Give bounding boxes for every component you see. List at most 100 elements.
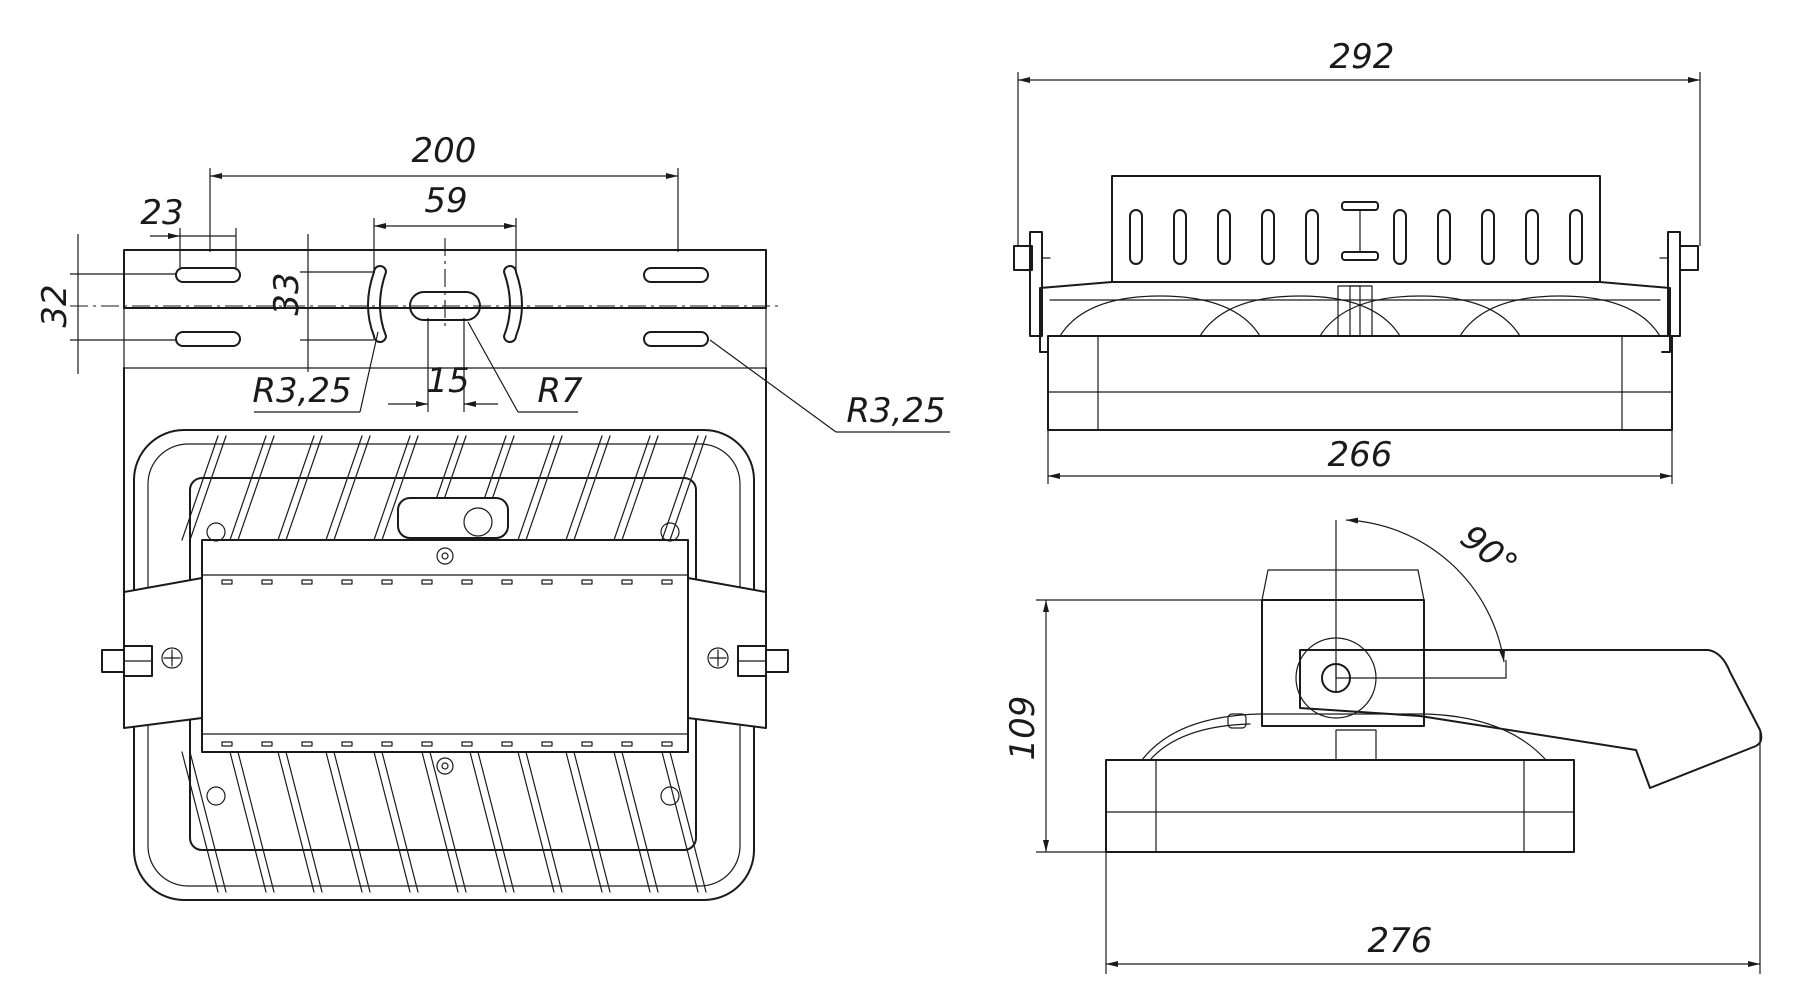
fin: [333, 751, 371, 893]
dimension-23: 23: [140, 193, 237, 268]
fin: [573, 435, 611, 541]
fin: [613, 751, 651, 893]
top-view: 292 266: [1013, 37, 1701, 484]
vent-dot: [301, 579, 313, 585]
vent-dot: [261, 579, 273, 585]
dimension-15: 15: [388, 318, 498, 412]
vent-dot: [541, 579, 553, 585]
vent-dot: [581, 579, 593, 585]
dimension-90-angle: 90°: [1335, 517, 1525, 678]
slot: [1217, 209, 1231, 265]
dimension-276: 276: [1105, 730, 1761, 974]
dim-59-label: 59: [424, 181, 467, 221]
fin: [325, 751, 363, 893]
vent-dot: [341, 741, 353, 747]
screw-icon: [436, 757, 454, 775]
mounting-arm: [1299, 649, 1763, 789]
dimension-109: 109: [1003, 599, 1262, 853]
dim-276-label: 276: [1368, 921, 1433, 961]
vent-dot: [301, 741, 313, 747]
bracket-slots: [1129, 209, 1583, 265]
fin: [181, 751, 219, 893]
fin: [189, 435, 227, 541]
slot: [1393, 209, 1407, 265]
fin: [325, 435, 363, 541]
vent-dot: [221, 741, 233, 747]
bolt-left-icon: [101, 645, 153, 677]
fin: [573, 751, 611, 893]
lamp-housing: [101, 429, 789, 901]
bracket-top: [1111, 175, 1601, 283]
arc-slot-left: [367, 265, 387, 343]
vent-dot: [661, 579, 673, 585]
vent-dot: [461, 741, 473, 747]
slot-center: [409, 291, 481, 321]
fin: [277, 751, 315, 893]
fin: [285, 751, 323, 893]
dim-33-label: 33: [267, 272, 307, 315]
fin: [381, 751, 419, 893]
slot: [1481, 209, 1495, 265]
r7-label: R7: [537, 371, 583, 411]
dim-200-label: 200: [412, 131, 477, 171]
fin: [373, 751, 411, 893]
vent-dot: [501, 741, 513, 747]
screw-icon: [436, 547, 454, 565]
fin: [373, 435, 411, 541]
dimension-266: 266: [1047, 430, 1673, 484]
dim-15-label: 15: [426, 361, 469, 401]
r325-left-label: R3,25: [252, 371, 351, 411]
fin: [517, 751, 555, 893]
bolt-icon: [1679, 245, 1699, 271]
fin: [181, 435, 219, 541]
bracket-housing: [1261, 599, 1425, 727]
slot-bottom-left: [175, 331, 241, 347]
bolt-icon: [1013, 245, 1033, 271]
fin: [621, 751, 659, 893]
side-view: 90° 109 276: [1003, 517, 1763, 974]
dim-266-label: 266: [1328, 435, 1393, 475]
fin: [517, 435, 555, 541]
dim-292-label: 292: [1330, 37, 1395, 77]
dim-23-label: 23: [140, 193, 183, 233]
dim-109-label: 109: [1003, 696, 1043, 761]
vent-dot: [421, 741, 433, 747]
fin: [621, 435, 659, 541]
fin: [565, 435, 603, 541]
dimension-200: 200: [209, 131, 679, 252]
dimension-32: 32: [35, 234, 176, 374]
fin: [229, 751, 267, 893]
fin: [421, 751, 459, 893]
vent-dot: [501, 579, 513, 585]
slot: [1129, 209, 1143, 265]
vent-dot: [581, 741, 593, 747]
slot: [1305, 209, 1319, 265]
r325-right-label: R3,25: [846, 391, 945, 431]
dimension-59: 59: [373, 181, 517, 272]
arc-slot-right: [503, 265, 523, 343]
vent-dot: [381, 579, 393, 585]
fin: [285, 435, 323, 541]
slot-top-right: [643, 267, 709, 283]
slot-top-left: [175, 267, 241, 283]
vent-dot: [461, 579, 473, 585]
fin: [661, 435, 699, 541]
fin: [381, 435, 419, 541]
fin: [469, 751, 507, 893]
slot: [1525, 209, 1539, 265]
dimension-292: 292: [1017, 37, 1701, 246]
fin: [525, 435, 563, 541]
slot: [1437, 209, 1451, 265]
vent-dot: [341, 579, 353, 585]
lens-block-side: [1105, 759, 1575, 853]
fin: [669, 435, 707, 541]
slot-bottom-right: [643, 331, 709, 347]
vent-dot: [621, 579, 633, 585]
fin: [429, 751, 467, 893]
fin: [661, 751, 699, 893]
screw-icon: [707, 647, 729, 669]
slot: [1173, 209, 1187, 265]
bolt-right-icon: [737, 645, 789, 677]
fin: [669, 751, 707, 893]
